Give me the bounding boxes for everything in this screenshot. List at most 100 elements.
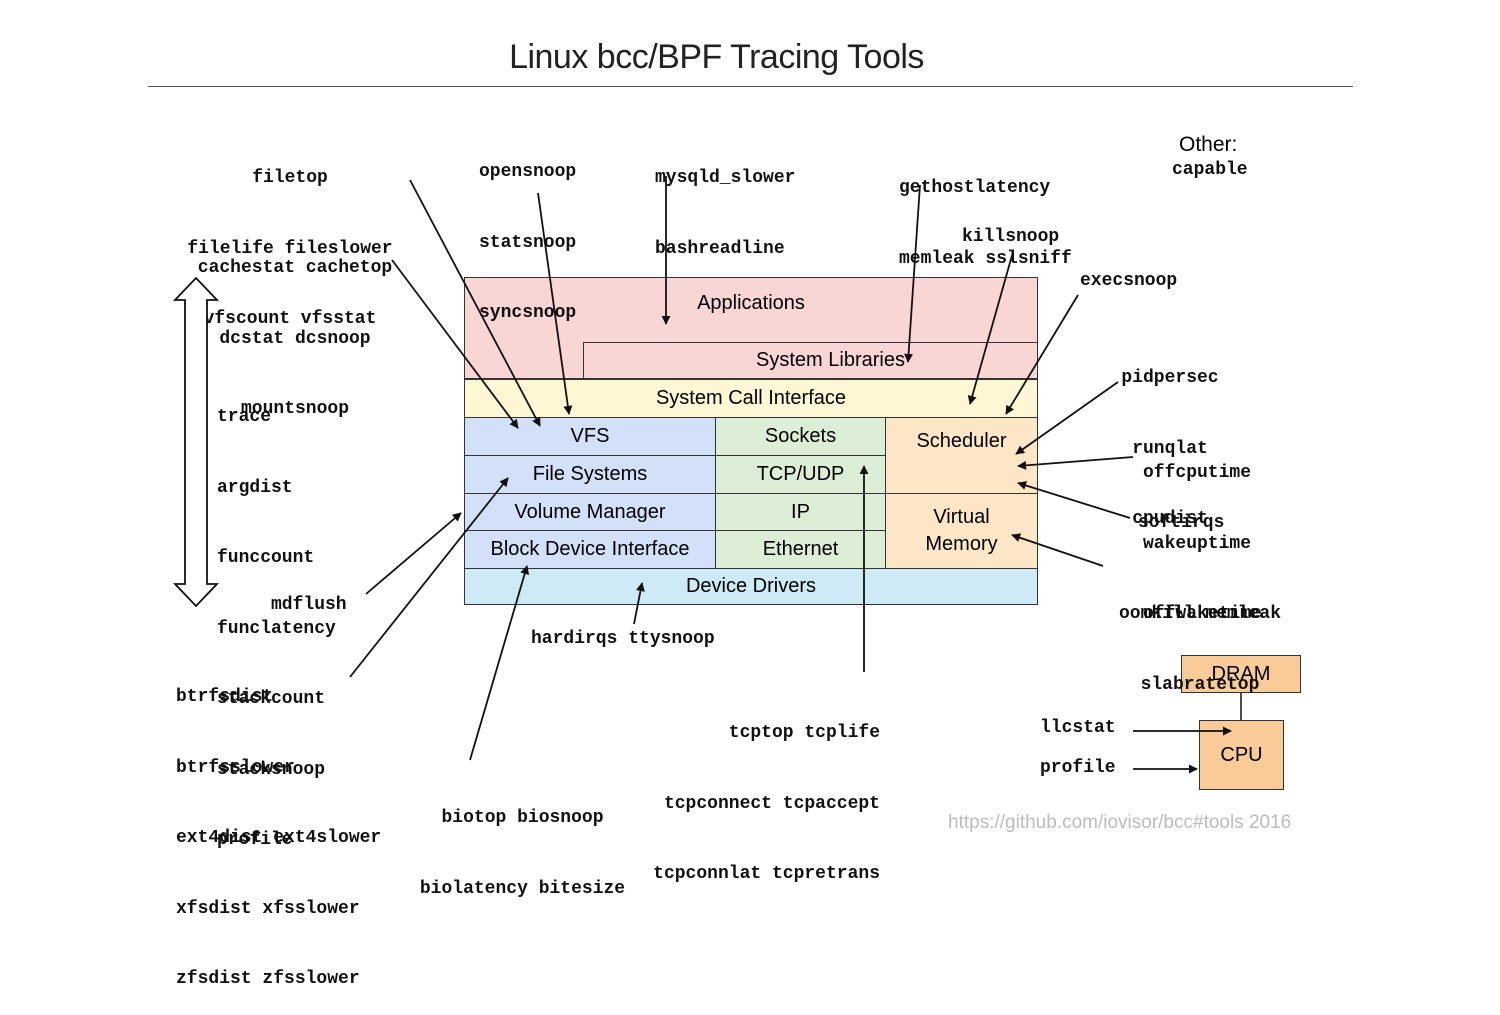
tools-vfs-group: filetop filelife fileslower vfscount vfs… xyxy=(170,120,410,355)
tool-label: funclatency xyxy=(217,618,336,639)
volume-manager-layer: Volume Manager xyxy=(464,493,716,531)
file-systems-layer: File Systems xyxy=(464,455,716,494)
tool-execsnoop: execsnoop xyxy=(1080,271,1178,291)
tool-label: stacksnoop xyxy=(217,759,326,780)
ethernet-layer: Ethernet xyxy=(715,530,886,569)
tool-label: funccount xyxy=(217,548,315,568)
ip-label: IP xyxy=(791,500,810,523)
dram-box: DRAM xyxy=(1181,655,1301,693)
virtual-memory-label-line1: Virtual xyxy=(933,506,990,528)
tool-label: tcpconnect tcpaccept xyxy=(663,793,880,814)
device-drivers-label: Device Drivers xyxy=(685,575,817,597)
tool-label: tcptop tcplife xyxy=(728,723,880,743)
tools-offcpu-group: offcputime wakeuptime offwaketime xyxy=(1143,415,1262,650)
arrow-killsnoop-syscall xyxy=(967,251,1014,405)
dram-label: DRAM xyxy=(1211,662,1271,685)
tool-profile-cpu: profile xyxy=(1040,758,1116,778)
tool-label: cpudist xyxy=(1132,509,1208,529)
tools-syscall-group: opensnoop statsnoop syncsnoop xyxy=(479,114,576,349)
tool-label: filetop xyxy=(252,168,328,188)
tool-label: biolatency bitesize xyxy=(419,878,626,899)
volume-manager-label: Volume Manager xyxy=(514,500,666,523)
system-libraries-label: System Libraries xyxy=(756,349,905,371)
title-rule xyxy=(148,86,1353,87)
tool-label: biotop biosnoop xyxy=(441,808,604,828)
tools-generic-group: trace argdist funccount funclatency stac… xyxy=(217,359,336,876)
tool-label: bashreadline xyxy=(655,238,785,259)
tool-label: btrfsdist xyxy=(176,687,274,707)
block-device-interface-label: Block Device Interface xyxy=(490,538,690,560)
tool-label: oomkill memleak xyxy=(1118,604,1282,624)
arrow-softirqs-scheduler xyxy=(1017,481,1131,519)
virtual-memory-label-line2: Memory xyxy=(925,533,998,555)
tool-label: zfsdist zfsslower xyxy=(176,969,360,989)
arrow-bio-block xyxy=(469,565,530,761)
tool-label: memleak sslsniff xyxy=(899,248,1072,269)
vfs-label: VFS xyxy=(570,425,610,447)
system-call-interface-layer: System Call Interface xyxy=(464,379,1038,418)
sockets-layer: Sockets xyxy=(715,417,886,456)
tool-label: filelife fileslower xyxy=(187,238,393,259)
system-libraries-layer: System Libraries xyxy=(583,342,1038,379)
tool-llcstat: llcstat xyxy=(1040,718,1116,738)
arrow-cache-vfs xyxy=(391,259,519,429)
arrow-offcpu-scheduler xyxy=(1017,456,1134,470)
tool-label: xfsdist xfsslower xyxy=(176,898,360,919)
arrow-fs-filesystems xyxy=(349,477,509,678)
arrow-execsnoop-syscall xyxy=(1005,294,1079,415)
ethernet-label: Ethernet xyxy=(762,538,839,560)
tool-label: slabratetop xyxy=(1140,674,1260,695)
cpu-label: CPU xyxy=(1220,743,1263,766)
tools-mem-group: oomkill memleak slabratetop xyxy=(1100,556,1300,721)
scheduler-layer: Scheduler xyxy=(885,417,1038,494)
tools-irq-group: hardirqs ttysnoop xyxy=(531,629,715,649)
tool-label: tcpconnlat tcpretrans xyxy=(653,864,880,884)
tool-label: mysqld_slower xyxy=(655,168,796,188)
tool-label: statsnoop xyxy=(479,232,577,253)
tool-killsnoop: killsnoop xyxy=(962,227,1060,247)
tools-app-group: mysqld_slower bashreadline xyxy=(655,120,795,285)
other-label: Other: xyxy=(1179,133,1238,156)
arrow-irq-drivers xyxy=(633,582,645,625)
tool-label: btrfsslower xyxy=(176,757,295,778)
tool-label: syncsnoop xyxy=(479,303,577,323)
tool-capable: capable xyxy=(1172,160,1248,180)
tool-softirqs: softirqs xyxy=(1138,513,1225,533)
applications-label: Applications xyxy=(697,292,805,314)
block-device-interface-layer: Block Device Interface xyxy=(464,530,716,569)
tool-label: mountsnoop xyxy=(240,399,350,419)
virtual-memory-layer: Virtual Memory xyxy=(885,493,1038,569)
arrow-gethost-lib xyxy=(904,184,921,363)
tool-label: offwaketime xyxy=(1143,604,1262,624)
arrow-mdflush-volume xyxy=(365,512,462,595)
source-footer: https://github.com/iovisor/bcc#tools 201… xyxy=(948,812,1292,833)
sockets-label: Sockets xyxy=(764,425,837,447)
tool-label: runqlat xyxy=(1132,438,1208,459)
tool-label: stackcount xyxy=(217,689,326,709)
arrow-pidpersec-scheduler xyxy=(1015,381,1119,455)
tools-cache-group: cachestat cachetop dcstat dcsnoop mounts… xyxy=(170,210,420,445)
tool-label: vfscount vfsstat xyxy=(203,309,377,329)
tool-label: pidpersec xyxy=(1121,368,1219,388)
diagram-title: Linux bcc/BPF Tracing Tools xyxy=(509,38,924,76)
tool-label: gethostlatency xyxy=(899,178,1051,198)
arrow-opensnoop-vfs xyxy=(537,192,573,415)
tools-lib-group: gethostlatency memleak sslsniff xyxy=(899,130,1072,295)
tool-label: wakeuptime xyxy=(1143,533,1252,554)
scheduler-label: Scheduler xyxy=(916,430,1007,452)
tool-label: offcputime xyxy=(1143,463,1252,483)
tool-label: argdist xyxy=(217,477,293,498)
tool-label: opensnoop xyxy=(479,162,577,182)
file-systems-label: File Systems xyxy=(532,463,648,485)
vfs-layer: VFS xyxy=(464,417,716,456)
tool-mdflush: mdflush xyxy=(271,595,347,615)
device-drivers-layer: Device Drivers xyxy=(464,568,1038,605)
tool-label: cachestat cachetop xyxy=(197,258,393,278)
tool-label: trace xyxy=(217,407,272,427)
tool-label: ext4dist ext4slower xyxy=(176,828,382,848)
tcp-udp-layer: TCP/UDP xyxy=(715,455,886,494)
arrows-overlay xyxy=(172,176,1242,774)
tools-sched-group: pidpersec runqlat cpudist xyxy=(1110,320,1230,555)
double-arrow-icon xyxy=(172,276,220,608)
tool-label: dcstat dcsnoop xyxy=(219,328,371,349)
